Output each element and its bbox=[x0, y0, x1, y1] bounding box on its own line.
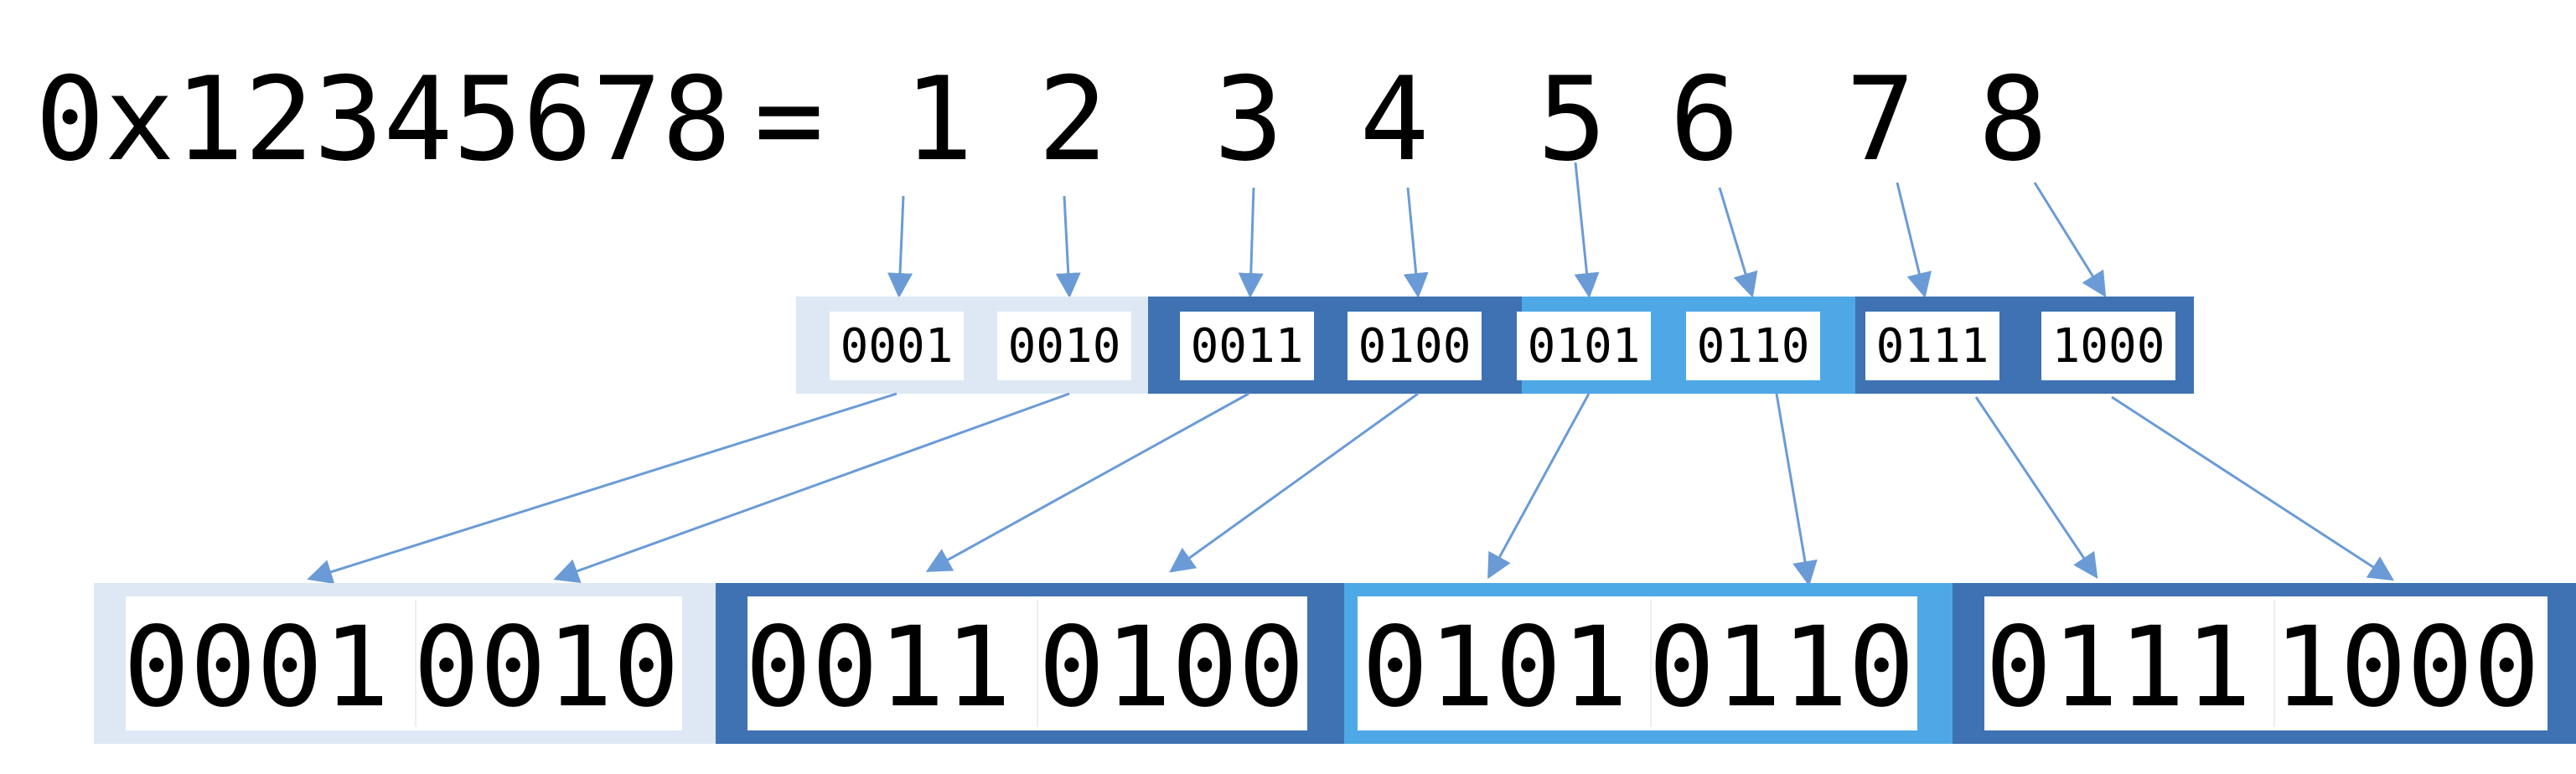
hex-digit: 5 bbox=[1537, 52, 1606, 187]
small-cell bbox=[1865, 312, 1999, 380]
large-pair-box bbox=[1358, 596, 1917, 730]
large-nibble-row: 0001 0010 0011 0100 0101 0110 0111 1000 bbox=[94, 583, 2576, 744]
large-nibble: 0101 bbox=[1362, 603, 1628, 732]
small-cell bbox=[997, 312, 1131, 380]
hex-value: 0x12345678 bbox=[35, 52, 732, 187]
hex-digit: 8 bbox=[1978, 52, 2047, 187]
small-nibble: 0110 bbox=[1697, 319, 1810, 374]
small-nibble-row: 0001 0010 0011 0100 0101 0110 0111 1000 bbox=[796, 297, 2194, 394]
arrow bbox=[2033, 182, 2107, 298]
arrow bbox=[1238, 187, 1264, 298]
expand-arrows bbox=[307, 392, 2395, 586]
small-nibble: 0111 bbox=[1876, 319, 1989, 374]
small-cell bbox=[1180, 312, 1314, 380]
large-pair-box bbox=[747, 596, 1307, 730]
arrow bbox=[1775, 393, 1818, 586]
large-nibble: 0011 bbox=[745, 603, 1011, 732]
arrow bbox=[925, 392, 1249, 572]
arrow bbox=[1487, 393, 1591, 580]
arrow bbox=[1896, 182, 1932, 298]
large-nibble: 0010 bbox=[413, 603, 680, 732]
hex-digit: 7 bbox=[1845, 52, 1915, 187]
hex-digit: 3 bbox=[1213, 52, 1283, 187]
arrow bbox=[887, 195, 913, 298]
arrow bbox=[2111, 395, 2395, 581]
hex-expression: 0x12345678 = 1 2 3 4 5 6 7 8 bbox=[35, 52, 2048, 187]
arrow bbox=[1169, 392, 1419, 573]
large-nibble: 0001 bbox=[123, 603, 390, 732]
arrow bbox=[1403, 187, 1429, 298]
large-nibble: 1000 bbox=[2273, 603, 2540, 732]
small-cell bbox=[1517, 312, 1651, 380]
arrow bbox=[1574, 162, 1600, 298]
arrow bbox=[1055, 195, 1081, 298]
small-cell bbox=[1347, 312, 1482, 380]
large-nibble: 0111 bbox=[1985, 603, 2252, 732]
large-nibble: 0110 bbox=[1648, 603, 1915, 732]
arrow bbox=[307, 392, 897, 585]
small-nibble: 0001 bbox=[841, 319, 954, 374]
digit-arrows bbox=[887, 162, 2107, 298]
small-nibble: 0101 bbox=[1528, 319, 1641, 374]
small-nibble: 1000 bbox=[2052, 319, 2165, 374]
large-pair-box bbox=[126, 596, 682, 730]
arrow bbox=[1974, 396, 2098, 579]
arrow bbox=[553, 392, 1070, 583]
equals-sign: = bbox=[754, 52, 824, 187]
small-cell bbox=[1686, 312, 1820, 380]
large-nibble: 0100 bbox=[1038, 603, 1305, 732]
hex-digit: 2 bbox=[1037, 52, 1107, 187]
small-nibble: 0010 bbox=[1008, 319, 1121, 374]
arrow bbox=[1718, 187, 1758, 298]
small-nibble: 0011 bbox=[1191, 319, 1304, 374]
hex-digit: 4 bbox=[1359, 52, 1429, 187]
hex-digit: 6 bbox=[1669, 52, 1739, 187]
large-pair-box bbox=[1984, 596, 2548, 730]
hex-digit: 1 bbox=[903, 52, 973, 187]
small-cell bbox=[2041, 312, 2175, 380]
small-nibble: 0100 bbox=[1358, 319, 1472, 374]
small-cell bbox=[830, 312, 964, 380]
